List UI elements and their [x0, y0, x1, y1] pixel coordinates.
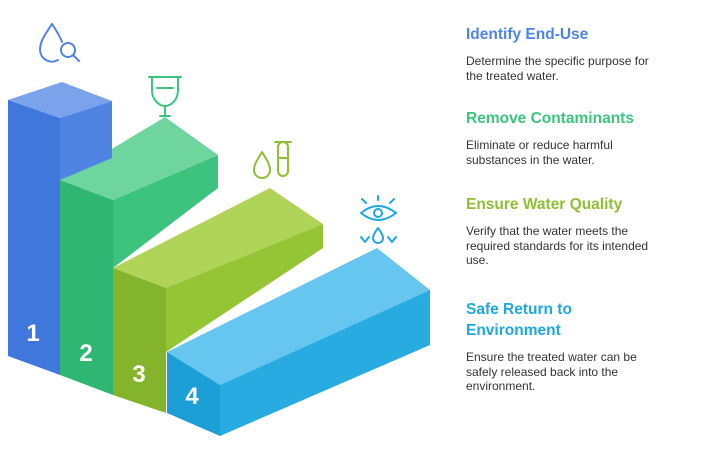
step-4-description: Ensure the treated water can be safely r… — [466, 350, 637, 393]
step-2-description: Eliminate or reduce harmful substances i… — [466, 138, 613, 167]
filter-funnel-icon — [148, 76, 182, 117]
step-4-text: Safe Return to Environment Ensure the tr… — [466, 299, 696, 394]
step-3-text: Ensure Water Quality Verify that the wat… — [466, 194, 696, 268]
drop-test-tube-icon — [253, 141, 292, 179]
step-1-text: Identify End-Use Determine the specific … — [466, 24, 696, 83]
step-number-3: 3 — [132, 361, 145, 388]
step-3-description: Verify that the water meets the required… — [466, 224, 649, 267]
step-4-title: Safe Return to Environment — [466, 301, 572, 339]
eye-water-drop-icon — [360, 195, 397, 244]
step-number-2: 2 — [79, 340, 92, 367]
step-2-text: Remove Contaminants Eliminate or reduce … — [466, 108, 696, 167]
step-number-1: 1 — [26, 320, 39, 347]
staircase-diagram: 1 2 3 4 — [8, 23, 430, 436]
step-3-title: Ensure Water Quality — [466, 196, 623, 213]
step-1-description: Determine the specific purpose for the t… — [466, 54, 649, 83]
step-1-block — [8, 82, 112, 375]
step-3-block — [113, 188, 323, 413]
step-1-title: Identify End-Use — [466, 26, 589, 43]
water-drop-search-icon — [39, 23, 80, 63]
step-2-title: Remove Contaminants — [466, 110, 634, 127]
step-4-block — [167, 248, 430, 436]
step-2-block — [60, 117, 218, 395]
step-number-4: 4 — [185, 383, 199, 410]
